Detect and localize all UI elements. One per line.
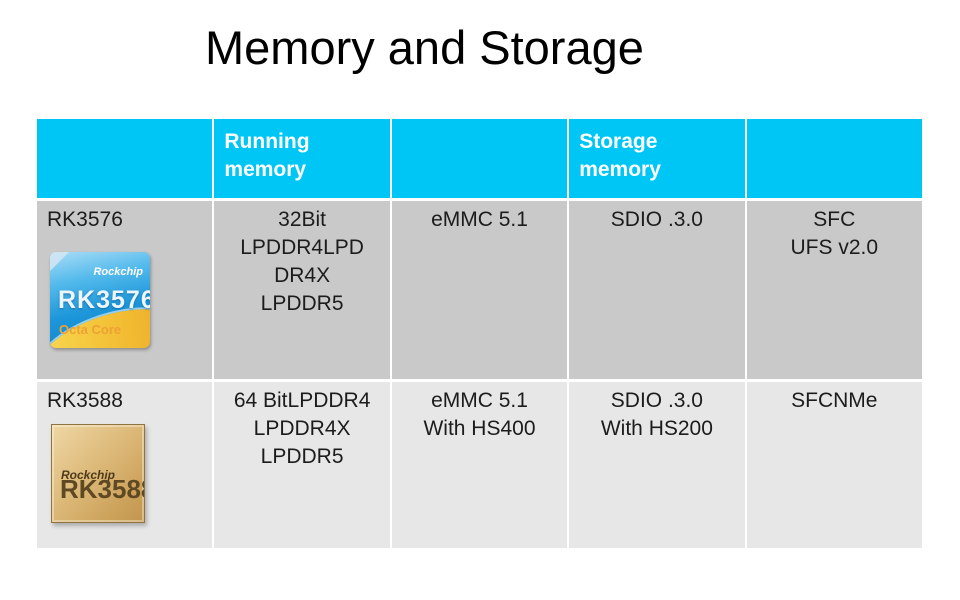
header-storage-memory-line1: Storage	[579, 130, 658, 153]
header-cell-blank-2	[391, 119, 568, 198]
rk3588-chip-model-text: RK3588	[60, 474, 144, 504]
cell-line: 32Bit	[278, 208, 327, 231]
cell-line: UFS v2.0	[790, 236, 879, 259]
rk3576-running-memory-cell: 32Bit LPDDR4LPD DR4X LPDDR5	[214, 201, 390, 379]
cell-line: LPDDR4X	[253, 417, 351, 440]
cell-line: LPDDR4LPD	[240, 236, 364, 259]
cell-line: LPDDR5	[260, 292, 344, 315]
rk3576-emmc-cell: eMMC 5.1	[391, 201, 568, 379]
rk3576-model-label: RK3576	[47, 208, 123, 231]
cell-line: eMMC 5.1	[431, 208, 528, 231]
rk3588-name-cell: RK3588 Rockchip RK3588	[37, 382, 213, 548]
rk3588-sdio-cell: SDIO .3.0 With HS200	[569, 382, 745, 548]
rk3588-model-label: RK3588	[47, 389, 123, 412]
header-running-memory-line1: Running	[224, 130, 310, 153]
cell-line: LPDDR5	[260, 445, 344, 468]
header-cell-storage-memory: Storage memory	[569, 119, 745, 198]
rockchip-logo: Rockchip	[93, 266, 143, 278]
cell-line: SFCNMe	[791, 389, 878, 412]
rk3576-corner-fold	[50, 252, 69, 271]
cell-line: SDIO .3.0	[610, 208, 703, 231]
rk3576-sdio-cell: SDIO .3.0	[569, 201, 745, 379]
rk3588-emmc-cell: eMMC 5.1 With HS400	[391, 382, 568, 548]
header-cell-blank-3	[746, 119, 922, 198]
cell-line: eMMC 5.1	[431, 389, 528, 412]
rk3588-running-memory-cell: 64 BitLPDDR4 LPDDR4X LPDDR5	[214, 382, 390, 548]
rk3576-chip-model-text: RK3576	[58, 286, 150, 314]
cell-line: SFC	[813, 208, 856, 231]
cell-line: SDIO .3.0	[610, 389, 703, 412]
cell-line: With HS400	[423, 417, 536, 440]
header-cell-blank-1	[37, 119, 213, 198]
rk3588-chip-image: Rockchip RK3588	[51, 424, 145, 523]
header-running-memory-line2: memory	[224, 158, 307, 181]
rk3576-name-cell: RK3576 Rockchip RK3576 Octa Core	[37, 201, 213, 379]
rk3576-octa-core-label: Octa Core	[59, 322, 122, 337]
rockchip-logo: Rockchip	[61, 468, 116, 482]
rk3588-other-storage-cell: SFCNMe	[746, 382, 922, 548]
cell-line: With HS200	[600, 417, 713, 440]
cell-line: 64 BitLPDDR4	[233, 389, 371, 412]
header-storage-memory-line2: memory	[579, 158, 661, 181]
rk3576-chip-image: Rockchip RK3576 Octa Core	[50, 252, 150, 348]
memory-storage-table: Running memory Storage memory RK3576 Roc…	[37, 119, 922, 548]
rk3576-other-storage-cell: SFC UFS v2.0	[746, 201, 922, 379]
cell-line: DR4X	[274, 264, 331, 287]
page-title: Memory and Storage	[205, 21, 644, 74]
header-cell-running-memory: Running memory	[214, 119, 390, 198]
